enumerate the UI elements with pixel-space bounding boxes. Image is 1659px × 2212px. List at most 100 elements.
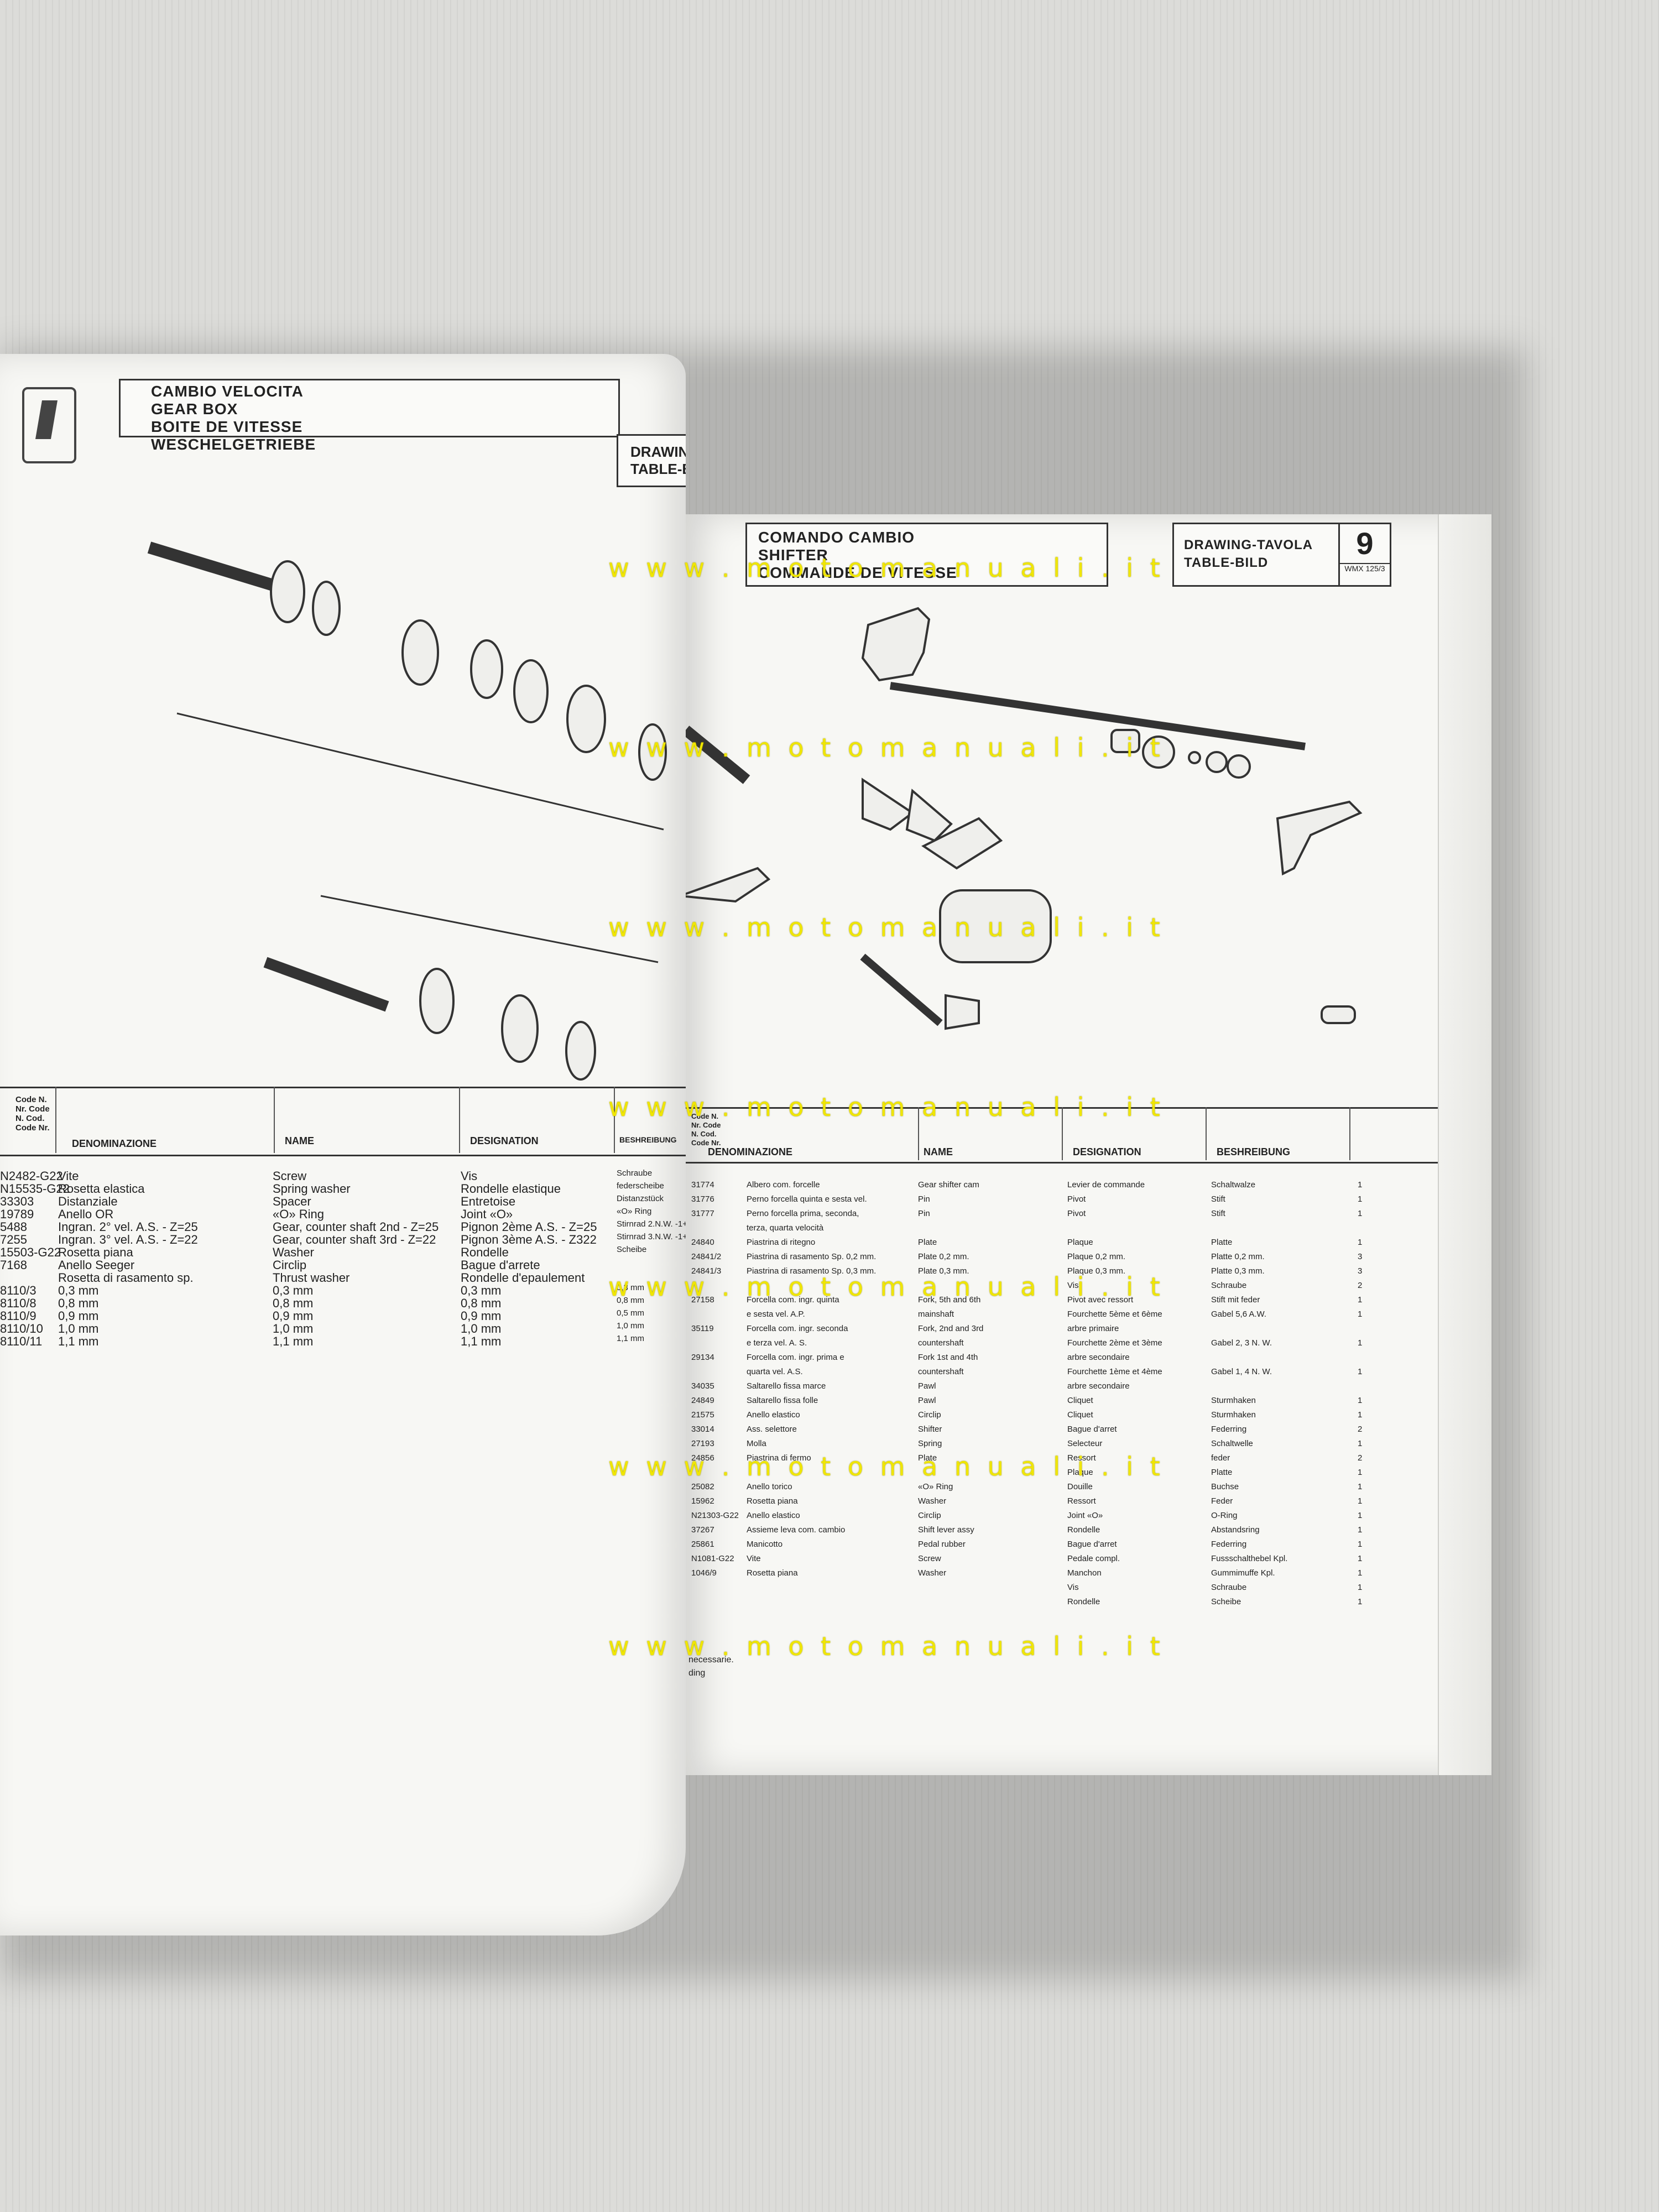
table-cell: Fork, 2nd and 3rd [918,1324,984,1333]
table-cell: Washer [273,1245,314,1259]
table-cell: feder [1211,1453,1230,1463]
table-cell: Joint «O» [1067,1511,1103,1520]
table-cell: Spacer [273,1194,311,1208]
table-cell: Fourchette 5ème et 6ème [1067,1310,1162,1319]
table-cell: Perno forcella prima, seconda, [747,1209,859,1218]
table-cell: 1,0 mm [273,1322,314,1335]
table-cell: 1 [1358,1439,1363,1448]
table-cell: 8110/3 [0,1284,36,1297]
header-beschreibung: BESHREIBUNG [1217,1146,1291,1157]
table-cell [1211,1350,1287,1365]
table-cell: 1 [1358,1180,1363,1190]
table-cell: 1,0 mm [58,1322,99,1335]
table-cell: 1,0 mm [617,1321,645,1331]
gear-counter-10 [565,1021,596,1081]
table-cell: Ass. selettore [747,1425,797,1434]
table-cell: Cliquet [1067,1410,1093,1420]
watermark-text: w w w . m o t o m a n u a l i . i t [608,1631,1165,1661]
table-cell: Rosetta piana [747,1496,798,1506]
table-cell: 27193 [691,1439,714,1448]
table-cell: mainshaft [918,1310,954,1319]
table-cell: 0,9 mm [58,1309,99,1323]
table-cell: 7168 [0,1258,27,1272]
table-cell: Fourchette 2ème et 3ème [1067,1338,1162,1348]
header-code: Code N. Nr. Code N. Cod. Code Nr. [15,1095,50,1133]
table-cell [1211,1221,1287,1235]
table-cell: Schraube [617,1168,653,1178]
table-cell: Manchon [1067,1568,1102,1578]
right-tab-line: TABLE-BILD [1184,555,1269,570]
table-cell: 35119 [691,1324,714,1333]
table-cell: Pin [918,1194,930,1204]
table-cell: Plate [918,1238,937,1247]
left-tab-text: DRAWING- TABLE-B [630,444,686,477]
table-number: 9 [1356,526,1374,561]
table-cell: Vite [58,1169,79,1183]
shift-pedal [1276,800,1363,876]
table-cell: O-Ring [1211,1511,1238,1520]
table-cell: 15503-G22 [0,1245,61,1259]
logo-mark [35,400,58,439]
table-cell: Vite [747,1554,761,1563]
gear-17 [470,639,503,699]
table-cell: 1,1 mm [58,1334,99,1348]
table-cell: 31776 [691,1194,714,1204]
left-table-header: Code N. Nr. Code N. Cod. Code Nr. DENOMI… [0,1087,686,1156]
watermark-text: w w w . m o t o m a n u a l i . i t [608,553,1165,583]
table-cell: 0,5 mm [617,1308,645,1318]
right-tab-box: DRAWING-TAVOLA TABLE-BILD [1172,523,1342,587]
table-cell: 1,1 mm [617,1334,645,1343]
table-cell: Thrust washer [273,1271,350,1285]
table-cell: Anello torico [747,1482,792,1491]
right-title-lines: COMANDO CAMBIO SHIFTER COMMANDE DE VITES… [747,524,1107,586]
table-cell: 1 [1358,1295,1363,1305]
table-cell: Selecteur [1067,1439,1103,1448]
right-title-box: COMANDO CAMBIO SHIFTER COMMANDE DE VITES… [745,523,1108,587]
main-shaft [147,541,279,592]
table-cell: Plate 0,2 mm. [918,1252,969,1261]
table-cell: Pivot [1067,1209,1086,1218]
column-divider [459,1087,460,1153]
table-cell: Bague d'arrete [461,1258,540,1272]
table-cell: e sesta vel. A.P. [747,1310,805,1319]
shifter-lever-part [861,607,931,682]
table-cell: arbre secondaire [1067,1353,1130,1362]
table-cell: Pin [918,1209,930,1218]
table-cell: 1 [1358,1367,1363,1376]
table-cell: Ressort [1067,1453,1096,1463]
table-cell [1211,1379,1287,1394]
table-cell: 8110/11 [0,1334,43,1348]
table-cell: Spring [918,1439,942,1448]
column-divider [918,1107,919,1160]
table-cell: Piastrina di rasamento Sp. 0,3 mm. [747,1266,877,1276]
table-cell: Assieme leva com. cambio [747,1525,846,1535]
table-cell: Shifter [918,1425,942,1434]
table-cell: Rondelle [1067,1597,1100,1606]
table-cell: 0,9 mm [461,1309,502,1323]
table-cell: Anello Seeger [58,1258,135,1272]
table-cell [1067,1221,1162,1235]
washer-small [1188,751,1201,764]
table-cell: Distanziale [58,1194,118,1208]
table-cell [1358,1221,1362,1235]
table-cell: 0,8 mm [58,1296,99,1310]
table-cell: Scheibe [1211,1597,1241,1606]
table-cell: 1 [1358,1482,1363,1491]
gear-22 [513,659,549,723]
table-cell: Rosetta elastica [58,1182,145,1196]
table-cell: Piastrina di ritegno [747,1238,816,1247]
fork-upper-b [905,789,953,842]
table-cell: Plaque [1067,1238,1093,1247]
column-divider [1206,1107,1207,1160]
table-cell: 1046/9 [691,1568,717,1578]
table-cell: Gabel 5,6 A.W. [1211,1310,1267,1319]
table-cell: Bague d'arret [1067,1425,1117,1434]
table-cell: Pawl [918,1381,936,1391]
table-cell: Platte [1211,1238,1233,1247]
right-title-line: SHIFTER [758,546,828,564]
